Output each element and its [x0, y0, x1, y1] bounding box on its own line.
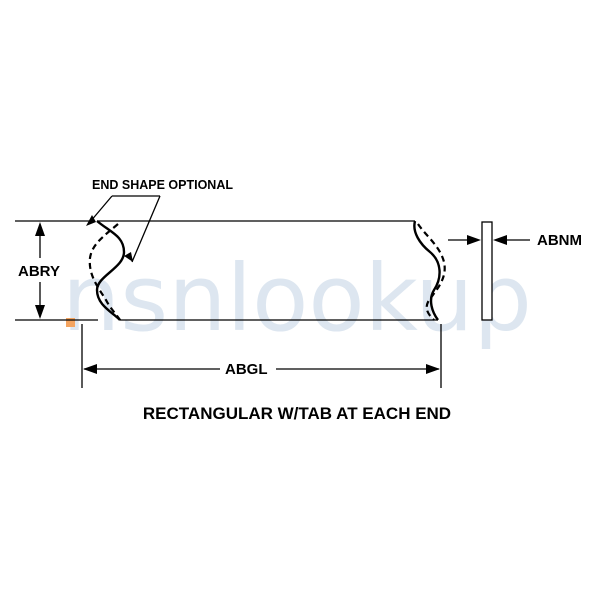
thickness-label: ABNM — [537, 232, 582, 249]
left-tab-dashed — [88, 223, 121, 321]
part-outline — [88, 220, 446, 321]
height-label: ABRY — [18, 263, 60, 280]
watermark-text: nsnlookup — [62, 245, 532, 352]
left-tab-curve — [95, 220, 126, 321]
callout-end-shape-optional: END SHAPE OPTIONAL — [92, 178, 233, 192]
right-tab-dashed — [417, 223, 446, 321]
diagram-caption: RECTANGULAR W/TAB AT EACH END — [143, 404, 451, 423]
length-label: ABGL — [225, 361, 268, 378]
height-dimension — [15, 220, 98, 321]
side-view-rect — [481, 221, 493, 321]
length-dimension — [81, 324, 442, 388]
right-tab-curve — [413, 220, 441, 321]
watermark-accent-dot — [66, 318, 75, 327]
thickness-dimension — [448, 221, 530, 321]
